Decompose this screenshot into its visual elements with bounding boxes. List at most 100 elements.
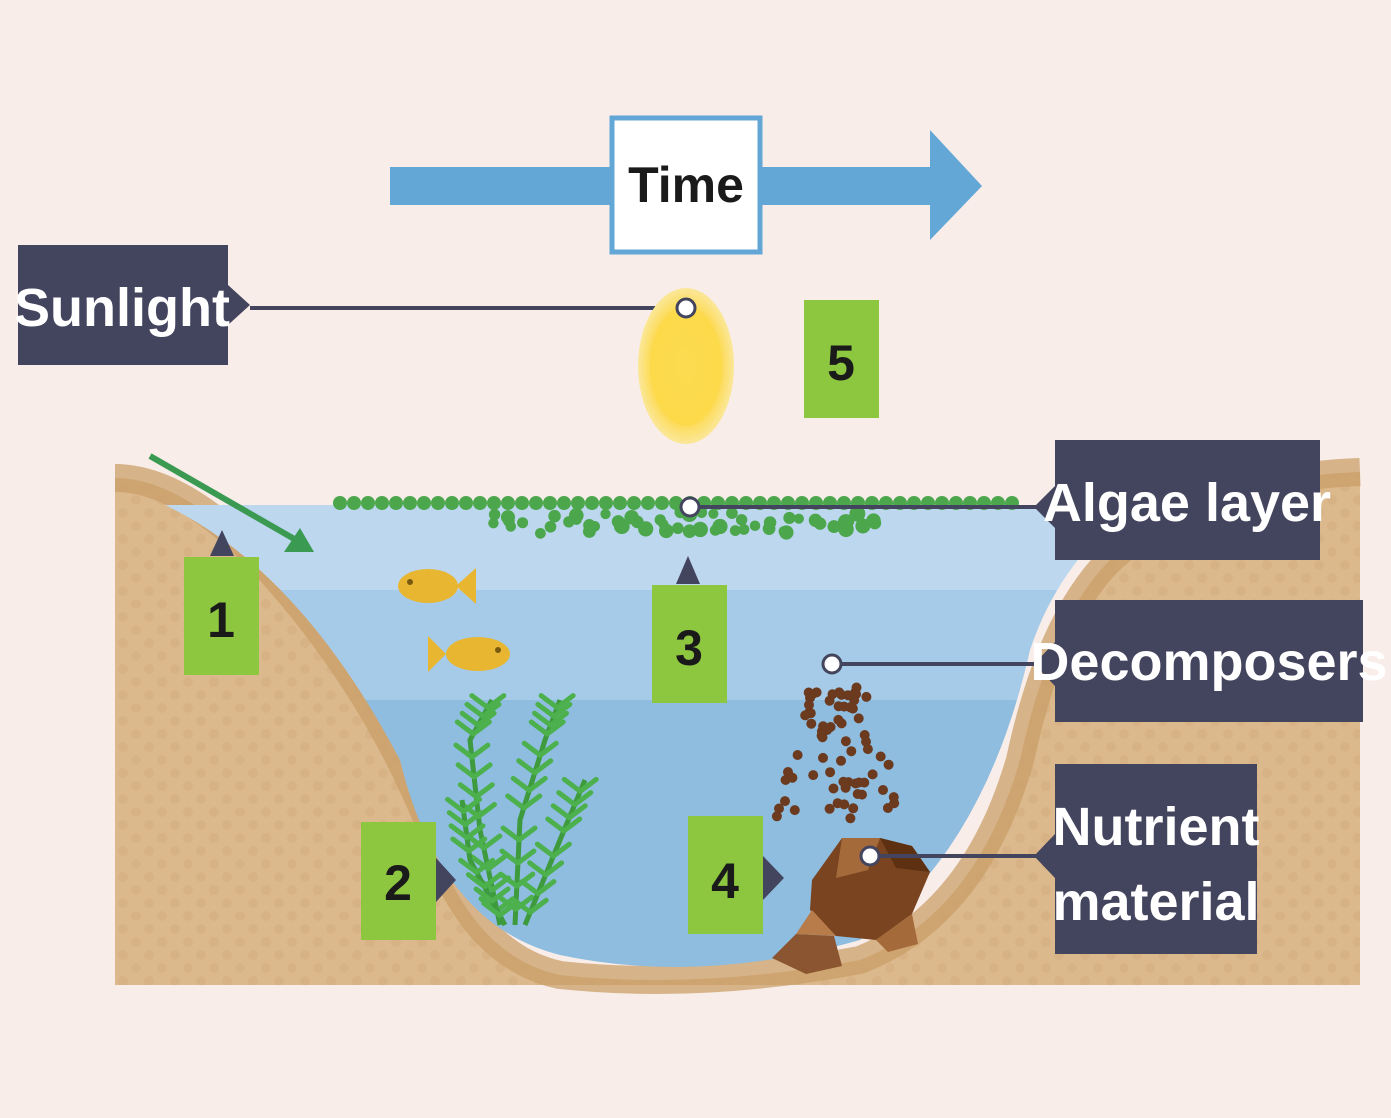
sunlight-label: Sunlight	[14, 278, 230, 338]
plant-leaf	[469, 693, 491, 711]
plant-leaf	[535, 879, 557, 897]
decomposer-dot	[861, 691, 872, 702]
decomposer-dot	[861, 736, 871, 747]
algae-dot	[431, 496, 445, 510]
algae-layer-label-box: Algae layer	[1034, 440, 1331, 560]
plant-leaf	[453, 742, 475, 760]
algae-dot	[557, 496, 571, 510]
step-5-box: 5	[804, 300, 879, 418]
algae-dot	[585, 496, 599, 510]
decomposer-dot	[852, 789, 863, 799]
plant-leaf	[535, 701, 557, 719]
nutrient-pin	[859, 845, 881, 867]
decomposers-label-box: Decomposers	[1030, 600, 1388, 722]
decomposer-dot	[888, 792, 899, 803]
decomposer-dot	[824, 803, 835, 814]
plant-leaf	[521, 793, 543, 811]
step-2-number: 2	[384, 855, 412, 911]
plant-leaf	[464, 823, 486, 841]
nutrient-label-box: Nutrient material	[1034, 764, 1260, 954]
algae-dot	[548, 509, 561, 523]
plant-leaf	[470, 719, 492, 737]
algae-dot	[347, 496, 361, 510]
algae-dot	[849, 505, 866, 522]
algae-dot	[655, 496, 669, 510]
plant-leaf	[510, 775, 532, 793]
algae-layer-label: Algae layer	[1043, 473, 1331, 533]
decomposer-dot	[832, 798, 843, 809]
nutrient-label-line1: Nutrient	[1053, 797, 1260, 857]
plant-leaf	[521, 740, 543, 758]
algae-dot	[403, 496, 417, 510]
decomposer-dots	[771, 682, 900, 824]
algae-dot	[709, 524, 721, 536]
plant-leaf	[462, 810, 484, 828]
decomposer-dot	[783, 767, 793, 777]
algae-dot	[529, 496, 543, 510]
algae-dot	[333, 496, 347, 510]
algae-dot	[599, 496, 613, 510]
step-2-box: 2	[361, 822, 456, 940]
decomposer-dot	[771, 811, 782, 822]
plant-leaf	[554, 693, 576, 711]
algae-dot	[624, 509, 639, 525]
decomposer-dot	[878, 785, 888, 795]
plant-leaf	[532, 758, 554, 776]
algae-dot	[488, 517, 499, 529]
algae-dot	[729, 525, 741, 536]
algae-dot	[783, 511, 796, 524]
plant-leaf	[528, 719, 550, 737]
plant-leaf	[526, 775, 548, 793]
plant-leaf	[514, 871, 536, 889]
algae-dots	[333, 496, 1019, 540]
algae-dot	[535, 527, 546, 539]
plant-leaf	[461, 796, 483, 814]
decomposers-label: Decomposers	[1030, 632, 1387, 692]
decomposer-dot	[825, 767, 836, 778]
decomposer-dot	[833, 714, 844, 725]
algae-dot	[613, 496, 627, 510]
algae-dot	[459, 496, 473, 510]
plant-leaf	[550, 841, 572, 859]
step-5-number: 5	[827, 335, 855, 391]
algae-dot	[692, 521, 708, 538]
plant-leaf	[545, 816, 567, 834]
algae-dot	[543, 496, 557, 510]
algae-dot	[793, 513, 804, 524]
plant-leaf	[538, 693, 560, 711]
plant-leaf	[445, 796, 467, 814]
plant-stem	[522, 779, 588, 926]
decomposer-dot	[808, 770, 819, 781]
plant-leaf	[450, 836, 472, 854]
sunlight-pin	[675, 297, 697, 319]
algae-dot	[571, 514, 582, 525]
step-3-number: 3	[675, 620, 703, 676]
decomposer-dot	[824, 695, 835, 706]
plant-leaf	[561, 816, 583, 834]
plant-leaf	[446, 810, 468, 828]
nutrient-label-line2: material	[1052, 872, 1259, 932]
algae-dot	[361, 496, 375, 510]
plant-leaf	[498, 871, 520, 889]
algae-dot	[571, 496, 585, 510]
algae-dot	[544, 520, 557, 533]
decomposers-pin	[821, 653, 843, 675]
plant-leaf	[543, 860, 565, 878]
plant-leaf	[465, 872, 487, 890]
algae-dot	[641, 496, 655, 510]
plant-leaf	[566, 803, 588, 821]
plant-leaf	[515, 848, 537, 866]
algae-dot	[778, 526, 790, 537]
plant-leaf	[516, 825, 538, 843]
plant-leaf	[464, 701, 486, 719]
decomposer-dot	[828, 783, 839, 794]
plant-leaf	[448, 823, 470, 841]
plant-leaf	[454, 719, 476, 737]
decomposer-dot	[840, 782, 851, 793]
plant-leaf	[513, 894, 535, 912]
plant-leaf	[544, 719, 566, 737]
plant-leaf	[485, 854, 507, 872]
algae-dot	[517, 517, 529, 529]
step-4-number: 4	[711, 853, 739, 909]
